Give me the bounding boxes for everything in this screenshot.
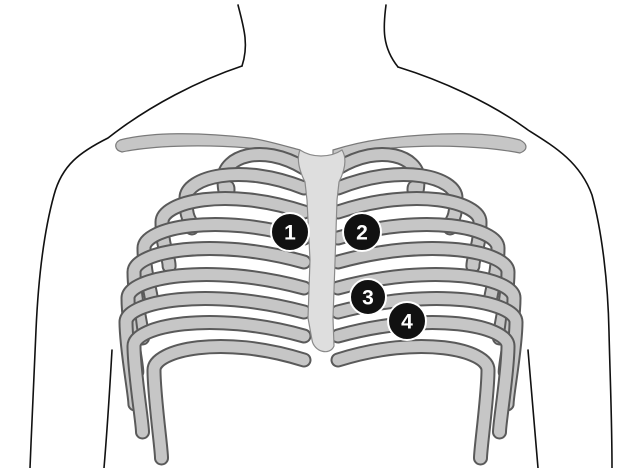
rib-l-9-outline: [154, 346, 304, 458]
rib-r-9-outline: [338, 346, 488, 458]
marker-4: 4: [388, 302, 426, 340]
marker-1: 1: [271, 213, 309, 251]
marker-1-label: 1: [284, 222, 296, 245]
marker-3: 3: [350, 279, 386, 315]
marker-2-label: 2: [356, 222, 368, 245]
marker-4-label: 4: [401, 311, 413, 334]
rib-r-9: [338, 346, 488, 458]
clavicles: [116, 134, 526, 158]
marker-3-label: 3: [362, 287, 374, 310]
marker-2: 2: [343, 213, 381, 251]
sternum: [298, 150, 345, 352]
rib-l-9: [154, 346, 304, 458]
